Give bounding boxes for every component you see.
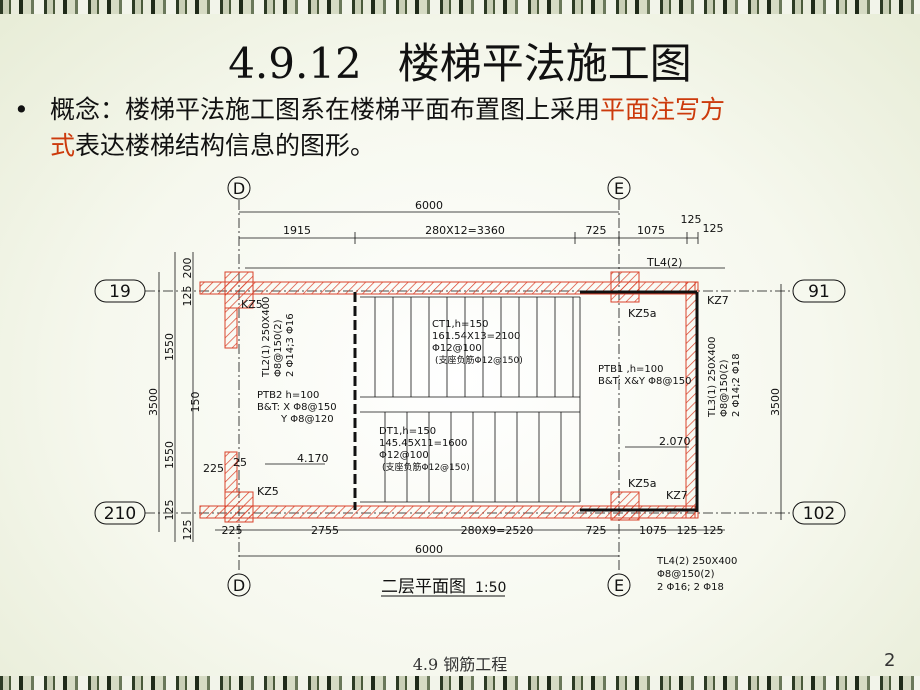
dim-right-3500: 3500 — [769, 388, 782, 416]
ptb2-line3: Y Φ8@120 — [280, 414, 334, 425]
dim-bot-3: 280X9=2520 — [461, 524, 534, 537]
ptb2-line1: PTB2 h=100 — [257, 390, 319, 401]
tl4-bot-line1: TL4(2) 250X400 — [656, 556, 737, 567]
bottom-dimensions — [215, 529, 725, 557]
top-decor-band — [0, 0, 920, 14]
dim-top-5: 125 — [681, 213, 702, 226]
dim-bot-2: 2755 — [311, 524, 339, 537]
dt1-line3: Φ12@100 — [379, 450, 429, 461]
dim-top-4: 1075 — [637, 224, 665, 237]
dim-left-1550a: 1550 — [163, 333, 176, 361]
dim-bot-5: 1075 — [639, 524, 667, 537]
dim-top-3: 725 — [586, 224, 607, 237]
bullet-paragraph: • 概念：楼梯平法施工图系在楼梯平面布置图上采用平面注写方 式表达楼梯结构信息的图… — [14, 92, 894, 164]
dim-left-125c: 125 — [181, 520, 194, 541]
tl2-line1: TL2(1) 250X400 — [261, 297, 272, 378]
tl3-line1: TL3(1) 250X400 — [707, 337, 718, 418]
bullet-suffix: 表达楼梯结构信息的图形。 — [75, 131, 376, 160]
tl4-bot-line3: 2 Φ16; 2 Φ18 — [657, 582, 724, 593]
kz5-bottom-label: KZ5 — [257, 485, 279, 498]
footer-text: 4.9 钢筋工程 — [412, 655, 508, 674]
elev-left: 4.170 — [297, 452, 329, 465]
axis-91: 91 — [808, 282, 830, 302]
ct1-line4: (支座负筋Φ12@150) — [435, 354, 523, 366]
ct1-line2: 161.54X13=2100 — [432, 331, 520, 342]
ct1-line3: Φ12@100 — [432, 343, 482, 354]
dim-bot-1: 225 — [222, 524, 243, 537]
dim-left-1550b: 1550 — [163, 441, 176, 469]
axis-210: 210 — [104, 504, 136, 524]
bullet-dot-icon: • — [14, 95, 29, 124]
title-number: 4.9.12 — [228, 39, 362, 88]
tl4-bot-line2: Φ8@150(2) — [657, 569, 715, 580]
dt1-line1: DT1,h=150 — [379, 426, 436, 437]
dim-25: 25 — [233, 456, 247, 469]
axis-d-bottom: D — [233, 576, 245, 595]
dt1-line4: (支座负筋Φ12@150) — [382, 461, 470, 473]
axis-19: 19 — [109, 282, 131, 302]
dim-left-125b: 125 — [163, 500, 176, 521]
elev-right: 2.070 — [659, 435, 691, 448]
axis-e-top: E — [614, 179, 624, 198]
dim-top-2: 280X12=3360 — [425, 224, 505, 237]
dim-total-top: 6000 — [415, 199, 443, 212]
axis-102: 102 — [803, 504, 835, 524]
axis-e-bottom: E — [614, 576, 624, 595]
stair-plan-drawing: D E D E 19 91 210 102 6000 1915 280X12=3… — [94, 176, 846, 597]
axis-bubbles: D E D E 19 91 210 102 — [94, 176, 846, 597]
dim-left-3500: 3500 — [147, 388, 160, 416]
bottom-decor-band — [0, 676, 920, 690]
dim-225: 225 — [203, 462, 224, 475]
ptb1-line1: PTB1 ,h=100 — [598, 364, 664, 375]
dim-total-bottom: 6000 — [415, 543, 443, 556]
kz7-top-label: KZ7 — [707, 294, 729, 307]
dim-left-200: 200 — [181, 258, 194, 279]
dim-left-150: 150 — [189, 392, 202, 413]
axis-d-top: D — [233, 179, 245, 198]
dim-left-125a: 125 — [181, 286, 194, 307]
page-number: 2 — [884, 650, 896, 671]
stair-treads — [360, 296, 581, 503]
kz5a-top-label: KZ5a — [628, 307, 657, 320]
top-dimensions — [239, 211, 725, 269]
dim-top-1: 1915 — [283, 224, 311, 237]
dim-top-6: 125 — [703, 222, 724, 235]
kz7-bottom-label: KZ7 — [666, 489, 688, 502]
tl3-line3: 2 Φ14;2 Φ18 — [731, 353, 742, 417]
title-text: 楼梯平法施工图 — [397, 39, 692, 88]
dim-bot-7: 125 — [703, 524, 724, 537]
dim-bot-6: 125 — [677, 524, 698, 537]
ptb2-line2: B&T: X Φ8@150 — [257, 402, 337, 413]
dt1-line2: 145.45X11=1600 — [379, 438, 467, 449]
tl3-line2: Φ8@150(2) — [719, 359, 730, 417]
page-title: 4.9.12 楼梯平法施工图 — [0, 30, 920, 91]
tl4-top-label: TL4(2) — [646, 256, 682, 269]
kz5-top-label: KZ5 — [241, 298, 263, 311]
kz5a-bottom-label: KZ5a — [628, 477, 657, 490]
bullet-highlight-a: 平面注写方 — [600, 95, 726, 124]
ptb1-line2: B&T: X&Y Φ8@150 — [598, 376, 691, 387]
plan-scale: 1:50 — [475, 580, 506, 596]
beams — [353, 290, 699, 512]
ct1-line1: CT1,h=150 — [432, 319, 488, 330]
dim-bot-4: 725 — [586, 524, 607, 537]
walls — [199, 271, 699, 523]
left-dimensions — [158, 252, 194, 542]
bullet-highlight-b: 式 — [50, 131, 76, 160]
tl2-line3: 2 Φ14;3 Φ16 — [285, 313, 296, 377]
plan-title: 二层平面图 — [381, 577, 466, 597]
bullet-prefix: 概念：楼梯平法施工图系在楼梯平面布置图上采用 — [50, 95, 601, 124]
tl2-line2: Φ8@150(2) — [273, 319, 284, 377]
